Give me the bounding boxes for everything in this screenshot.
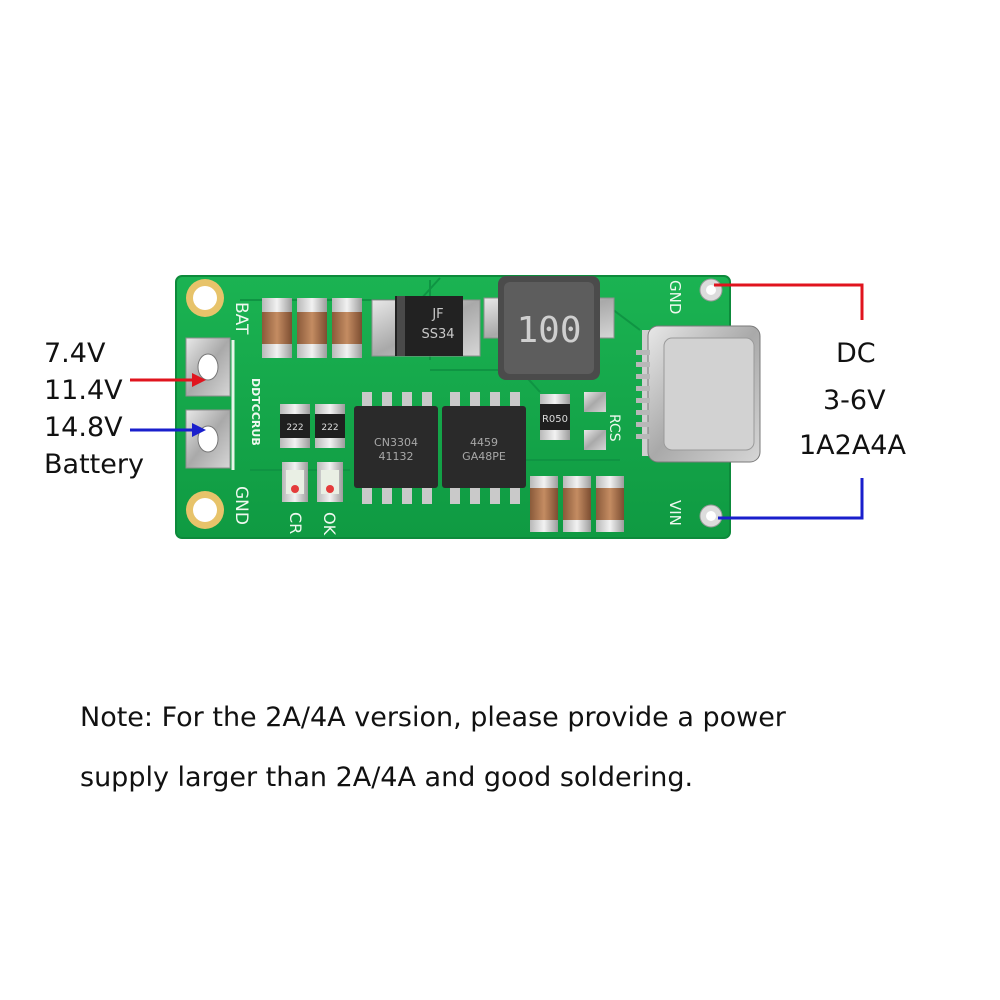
dc-positive-wire: [714, 283, 864, 320]
ic1-text-1: CN3304: [374, 436, 418, 449]
ic2-text-1: 4459: [470, 436, 498, 449]
capacitor-c3: [332, 298, 362, 358]
sense-resistor-code: R050: [542, 414, 568, 425]
mounting-hole-bottom-left: [186, 491, 224, 529]
mounting-hole-top-left: [186, 279, 224, 317]
ic2-text-2: GA48PE: [462, 450, 506, 463]
ic-mosfet: 4459 GA48PE: [442, 392, 526, 504]
resistor-r1-code: 222: [286, 423, 303, 433]
capacitor-c6: [596, 476, 624, 532]
pad-vin-right: [699, 504, 723, 528]
pad-gnd-right: [699, 278, 723, 302]
led-cr: [282, 462, 308, 502]
resistor-r2: 222: [315, 404, 345, 448]
note-line-2: supply larger than 2A/4A and good solder…: [80, 762, 694, 793]
dc-voltage: 3-6V: [823, 385, 886, 416]
battery-voltage-14v8: 14.8V: [44, 412, 123, 443]
silk-rcs: RCS: [606, 414, 622, 442]
battery-negative-arrow: [130, 423, 206, 437]
note-line-1: Note: For the 2A/4A version, please prov…: [80, 702, 786, 733]
dc-negative-wire: [718, 478, 864, 520]
dc-current: 1A2A4A: [799, 430, 906, 461]
dc-label: DC: [836, 338, 876, 369]
silk-cr: CR: [286, 512, 305, 534]
battery-positive-pad: [185, 337, 231, 397]
pad-rcs-1: [584, 392, 606, 412]
inductor-value: 100: [516, 310, 581, 351]
capacitor-c5: [563, 476, 591, 532]
silk-ok: OK: [320, 512, 339, 536]
battery-positive-arrow: [130, 373, 206, 387]
diode-text-2: SS34: [421, 327, 454, 342]
battery-negative-pad: [185, 409, 231, 469]
battery-voltage-7v4: 7.4V: [44, 338, 106, 369]
battery-voltage-11v4: 11.4V: [44, 375, 123, 406]
ic-cn3304: CN3304 41132: [354, 392, 438, 504]
capacitor-c4: [530, 476, 558, 532]
resistor-r1: 222: [280, 404, 310, 448]
diode-text-1: JF: [431, 307, 443, 322]
silk-model: DDTCCRUB: [249, 378, 262, 446]
ic1-text-2: 41132: [379, 450, 414, 463]
silk-bat: BAT: [231, 302, 251, 335]
led-ok: [317, 462, 343, 502]
usb-c-connector: [636, 325, 761, 463]
silk-vin: VIN: [666, 500, 684, 526]
battery-label: Battery: [44, 449, 144, 480]
power-inductor: 100: [483, 276, 615, 380]
silk-gnd-right: GND: [666, 280, 684, 314]
resistor-r2-code: 222: [321, 423, 338, 433]
silk-gnd-left: GND: [231, 486, 251, 525]
pad-rcs-2: [584, 430, 606, 450]
schottky-diode: JF SS34: [371, 296, 481, 357]
capacitor-c1: [262, 298, 292, 358]
capacitor-c2: [297, 298, 327, 358]
sense-resistor: R050: [540, 394, 570, 440]
